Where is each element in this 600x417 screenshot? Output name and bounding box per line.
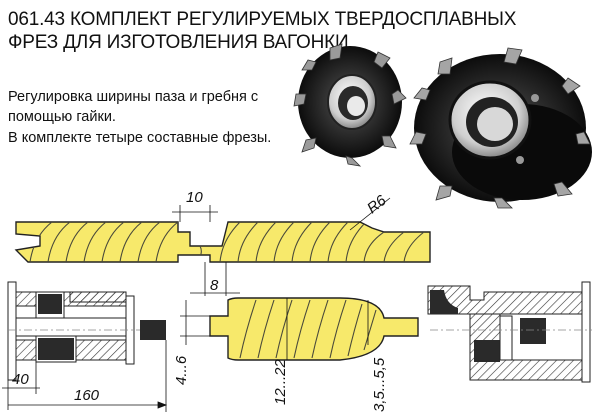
dim-left-total-label: 160 xyxy=(74,387,100,404)
cutter-section-right xyxy=(427,281,592,383)
cutter-right xyxy=(409,47,592,209)
dim-radius-label: R6 xyxy=(364,192,390,218)
dim-board-label: 12...22 xyxy=(272,358,289,405)
dim-top-width xyxy=(172,205,218,222)
dim-groove-depth-label: 8 xyxy=(210,277,219,294)
description-adjustment: Регулировка ширины паза и гребня с помощ… xyxy=(8,89,259,125)
dim-groove-depth xyxy=(190,262,240,296)
technical-drawing: 10 R6 8 xyxy=(2,189,592,412)
description-kit: В комплекте тетыре составные фрезы. xyxy=(8,130,272,146)
dim-offset-label: 3,5...5,5 xyxy=(371,357,388,412)
panel-profile-section xyxy=(209,297,419,361)
dim-left-small-label: 40 xyxy=(12,371,29,388)
dim-tongue-label: 4...6 xyxy=(173,355,190,385)
panel-profile-top xyxy=(14,221,431,263)
cutter-photo xyxy=(293,43,592,209)
dim-left-total xyxy=(8,340,168,412)
cutter-section-left xyxy=(7,281,166,381)
dim-tongue xyxy=(180,300,210,345)
dim-top-width-label: 10 xyxy=(186,189,203,206)
cutter-left xyxy=(293,43,407,167)
product-title: 061.43 КОМПЛЕКТ РЕГУЛИРУЕМЫХ ТВЕРДОСПЛАВ… xyxy=(8,9,517,53)
dim-radius xyxy=(349,197,391,231)
